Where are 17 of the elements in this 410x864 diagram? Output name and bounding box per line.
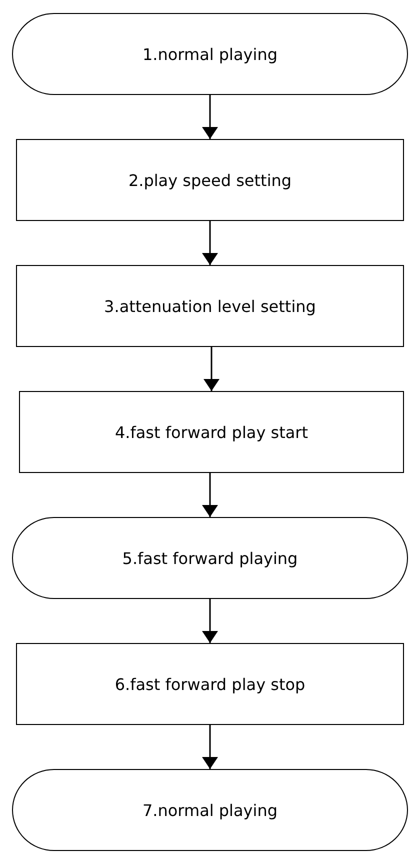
step-label: 7.normal playing	[142, 800, 278, 820]
step-label: 4.fast forward play start	[114, 422, 308, 442]
step-label: 3.attenuation level setting	[104, 296, 316, 316]
process-box	[16, 265, 404, 347]
process-box	[19, 391, 404, 473]
arrow	[204, 347, 220, 391]
process-box	[16, 643, 404, 725]
arrow	[202, 95, 218, 139]
arrow	[202, 473, 218, 517]
arrow	[202, 725, 218, 769]
step-label: 5.fast forward playing	[122, 548, 298, 568]
step-label: 6.fast forward play stop	[114, 674, 306, 694]
process-box	[16, 139, 404, 221]
arrow	[202, 599, 218, 643]
step-label: 2.play speed setting	[128, 170, 292, 190]
arrow	[202, 221, 218, 265]
step-label: 1.normal playing	[142, 44, 278, 64]
